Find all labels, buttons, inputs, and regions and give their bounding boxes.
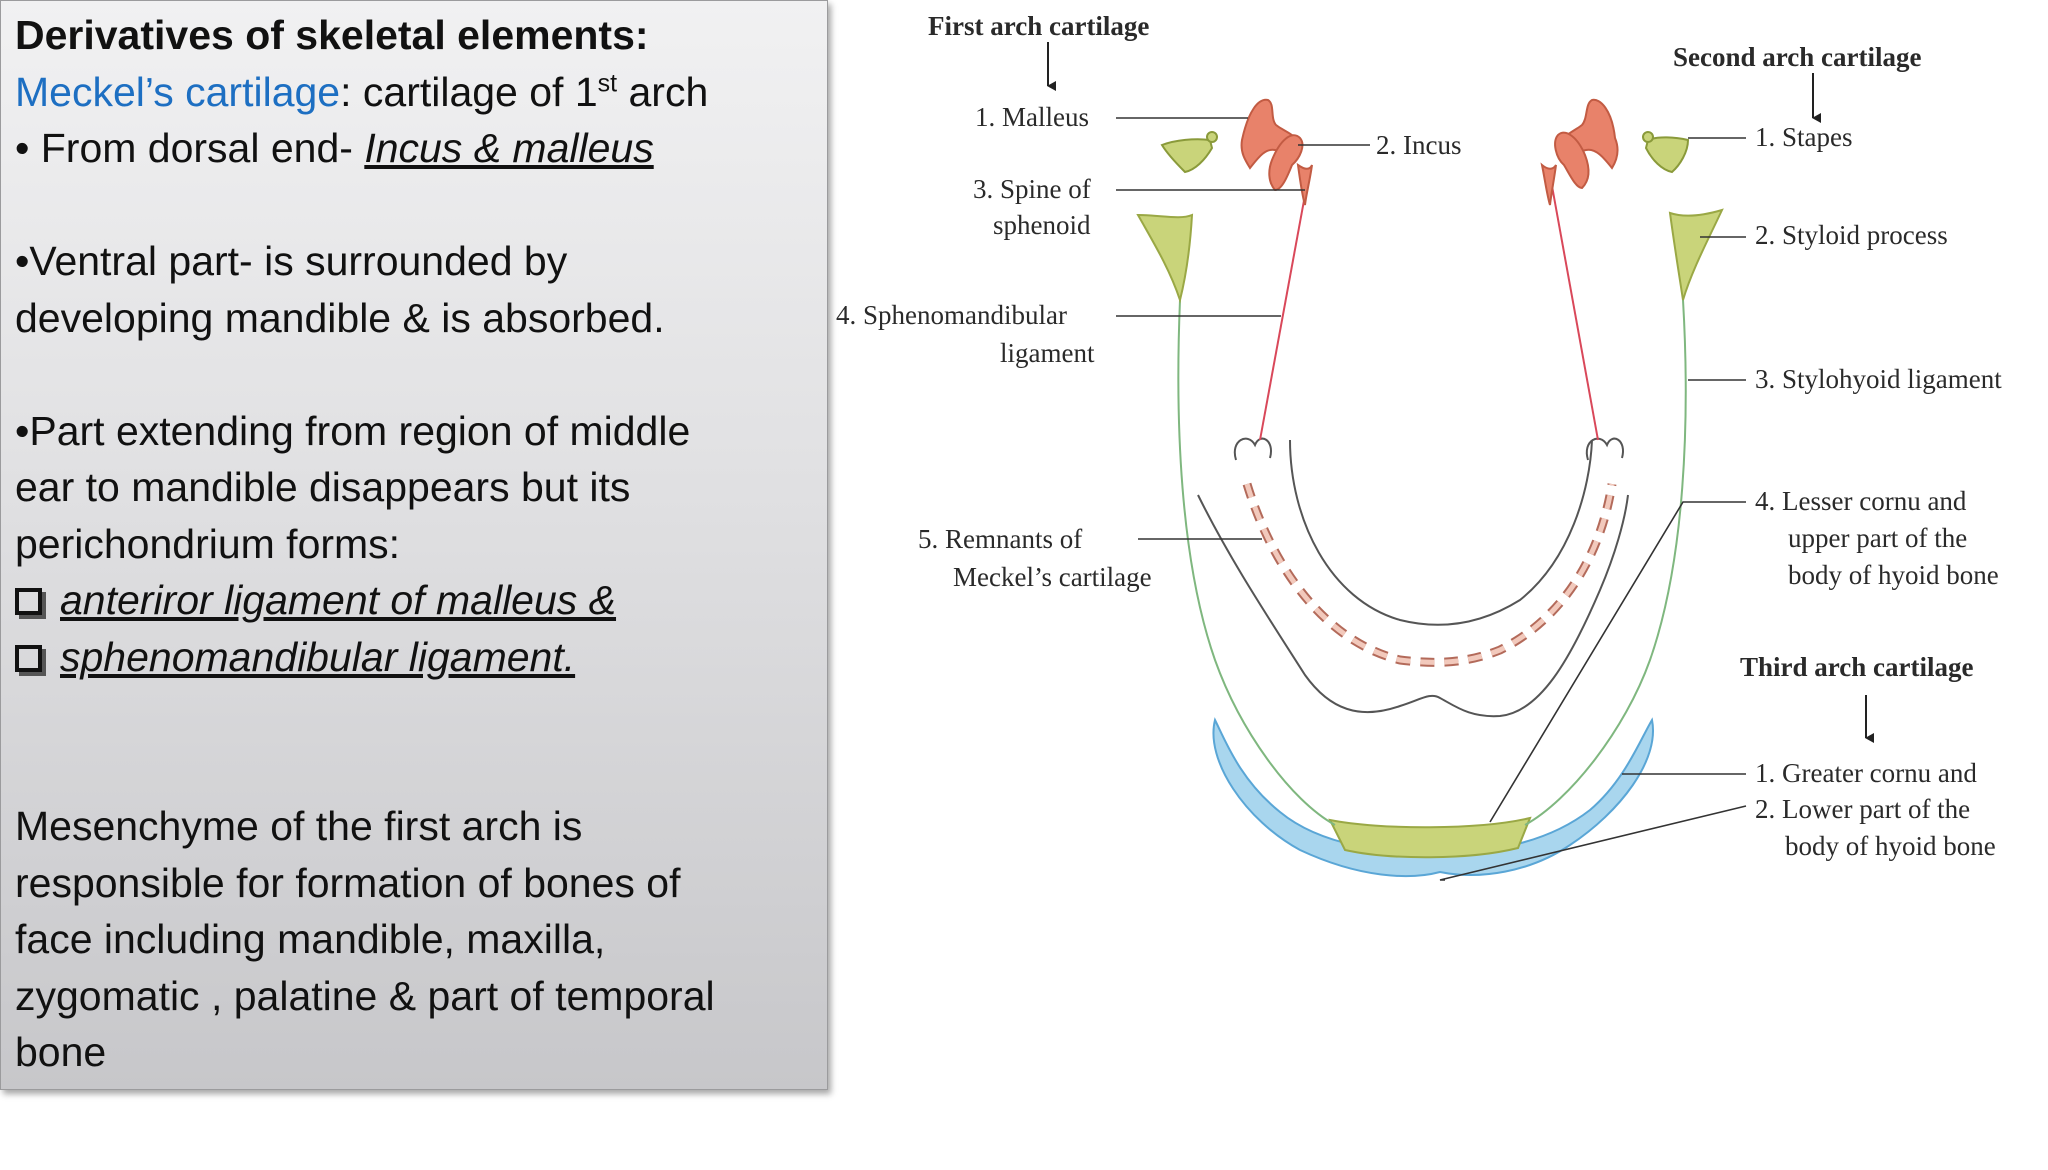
part-line-1: •Part extending from region of middle (15, 407, 691, 454)
part-line-3: perichondrium forms: (15, 520, 401, 567)
styloid-left-shape (1136, 213, 1194, 304)
spacer (15, 177, 813, 234)
label-greater-1: 1. Greater cornu and (1755, 758, 1977, 788)
bullet-item-1: anteriror ligament of malleus & (15, 572, 813, 629)
mesenchyme-line-2: responsible for formation of bones of (15, 859, 681, 906)
stylohyoid-ligament-right (1524, 299, 1687, 826)
stapes-right-head (1642, 131, 1654, 143)
label-stapes: 1. Stapes (1755, 122, 1853, 152)
mandible-inner-outline (1289, 439, 1593, 626)
label-lesser-1: 4. Lesser cornu and (1755, 486, 1967, 516)
meckel-remnants-dashed (1242, 482, 1617, 667)
sphenomandibular-ligament-right (1549, 174, 1599, 441)
checkbox-bullet-icon (15, 644, 42, 672)
styloid-right-shape (1668, 208, 1724, 301)
stapes-left-shape (1160, 138, 1214, 174)
spacer (15, 742, 813, 799)
leader-lower-body (1439, 805, 1747, 881)
spine-sphenoid-right-shape (1540, 162, 1557, 206)
meckel-remnants-dashed-core (1244, 483, 1615, 665)
incus-right-shape (1554, 131, 1590, 190)
mesenchyme-line-1: Mesenchyme of the first arch is (15, 803, 583, 849)
hyoid-greater-cornu-shape (1212, 717, 1655, 878)
dorsal-line: • From dorsal end- Incus & malleus (15, 120, 813, 177)
leader-lesser-cornu (1489, 501, 1746, 823)
ventral-line-2: developing mandible & is absorbed. (15, 294, 665, 341)
mandible-outline (1197, 494, 1629, 718)
checkbox-bullet-icon (15, 588, 42, 615)
label-greater-3: body of hyoid bone (1785, 831, 1996, 861)
label-spheno-1: 4. Sphenomandibular (836, 300, 1067, 330)
stapes-left-head (1206, 131, 1218, 143)
meckel-hook-right (1585, 437, 1624, 461)
mesenchyme-line-3: face including mandible, maxilla, (15, 916, 606, 962)
first-arch-title: First arch cartilage (928, 11, 1149, 41)
mesenchyme-line-5: bone (15, 1029, 107, 1075)
stylohyoid-ligament-left (1177, 299, 1336, 826)
bullet-item-2: sphenomandibular ligament. (15, 629, 813, 686)
bullet-2-text: sphenomandibular ligament. (60, 633, 576, 680)
meckel-line: Meckel’s cartilage: cartilage of 1st arc… (15, 64, 813, 121)
meckel-term: Meckel’s cartilage (15, 68, 341, 115)
spine-sphenoid-left-shape (1296, 162, 1313, 206)
pharyngeal-arch-diagram: First arch cartilage Second arch cartila… (836, 11, 2002, 881)
text-panel: Derivatives of skeletal elements: Meckel… (0, 0, 828, 1090)
stapes-right-shape (1644, 136, 1690, 174)
mesenchyme-line-4: zygomatic , palatine & part of temporal (15, 972, 715, 1019)
dorsal-derivatives: Incus & malleus (364, 125, 654, 171)
bullet-1-text: anteriror ligament of malleus & (60, 577, 617, 623)
spacer (15, 346, 813, 403)
incus-left-shape (1268, 134, 1304, 192)
label-spine-1: 3. Spine of (973, 174, 1091, 204)
label-malleus: 1. Malleus (975, 102, 1089, 132)
slide-heading: Derivatives of skeletal elements: (15, 12, 649, 58)
third-arch-title: Third arch cartilage (1740, 652, 1973, 682)
spacer (15, 685, 813, 742)
label-spheno-2: ligament (1000, 338, 1095, 368)
label-incus: 2. Incus (1376, 130, 1461, 160)
meckel-rest: : cartilage of 1 (340, 68, 598, 115)
second-arch-title: Second arch cartilage (1673, 42, 1921, 72)
label-spine-2: sphenoid (993, 210, 1091, 240)
sphenomandibular-ligament-left (1259, 194, 1306, 441)
label-remnants-1: 5. Remnants of (918, 524, 1082, 554)
label-lesser-2: upper part of the (1788, 523, 1967, 553)
hyoid-upper-body-shape (1328, 816, 1532, 859)
meckel-superscript: st (597, 68, 618, 97)
label-remnants-2: Meckel’s cartilage (953, 562, 1152, 592)
label-lesser-3: body of hyoid bone (1788, 560, 1999, 590)
meckel-hook-left (1233, 437, 1272, 461)
meckel-end: arch (617, 68, 709, 115)
dorsal-prefix: • From dorsal end- (15, 125, 365, 171)
part-line-2: ear to mandible disappears but its (15, 464, 631, 510)
label-stylohyoid: 3. Stylohyoid ligament (1755, 364, 2002, 394)
label-styloid: 2. Styloid process (1755, 220, 1948, 250)
label-greater-2: 2. Lower part of the (1755, 794, 1970, 824)
ventral-line-1: •Ventral part- is surrounded by (15, 238, 568, 284)
